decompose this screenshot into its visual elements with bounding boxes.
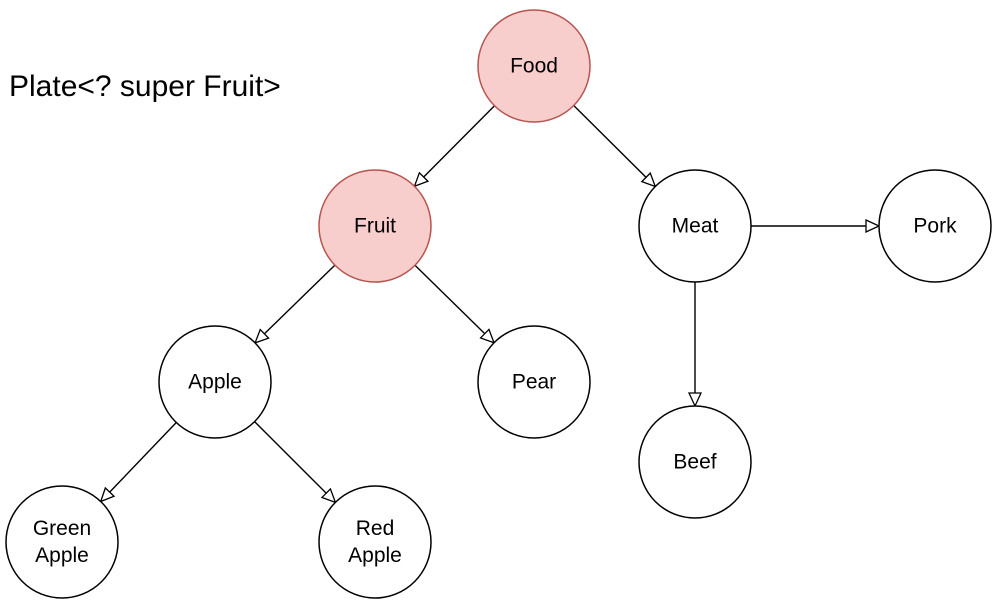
edge-food-to-fruit	[414, 105, 496, 187]
node-beef-circle	[638, 405, 752, 519]
node-green-apple-label: Apple	[35, 544, 89, 567]
node-pork-label: Pork	[913, 215, 957, 238]
node-pork-circle	[878, 169, 992, 283]
node-meat-label: Meat	[672, 215, 719, 238]
node-apple: Apple	[158, 325, 272, 439]
node-meat: Meat	[638, 169, 752, 283]
node-fruit: Fruit	[318, 169, 432, 283]
node-pear: Pear	[477, 325, 591, 439]
node-red-apple-label: Red	[356, 517, 395, 540]
edge-apple-to-red-apple	[254, 421, 336, 503]
node-beef: Beef	[638, 405, 752, 519]
node-meat-circle	[638, 169, 752, 283]
node-food-circle	[477, 9, 591, 123]
node-pear-label: Pear	[512, 371, 556, 394]
node-food-label: Food	[510, 55, 558, 78]
edge-apple-to-green-apple	[101, 421, 177, 501]
edge-fruit-to-pear	[414, 264, 494, 343]
node-food: Food	[477, 9, 591, 123]
node-apple-circle	[158, 325, 272, 439]
edge-food-to-meat	[573, 104, 656, 186]
node-red-apple-circle	[318, 485, 432, 599]
node-beef-label: Beef	[673, 451, 716, 474]
diagram-title: Plate<? super Fruit>	[9, 70, 281, 103]
node-red-apple-label: Apple	[348, 544, 402, 567]
node-fruit-label: Fruit	[354, 215, 396, 238]
node-pear-circle	[477, 325, 591, 439]
node-green-apple-label: Green	[33, 517, 91, 540]
edge-fruit-to-apple	[255, 264, 336, 343]
node-fruit-circle	[318, 169, 432, 283]
node-pork: Pork	[878, 169, 992, 283]
node-green-apple-circle	[5, 485, 119, 599]
edges-layer	[101, 104, 879, 503]
node-apple-label: Apple	[188, 371, 242, 394]
